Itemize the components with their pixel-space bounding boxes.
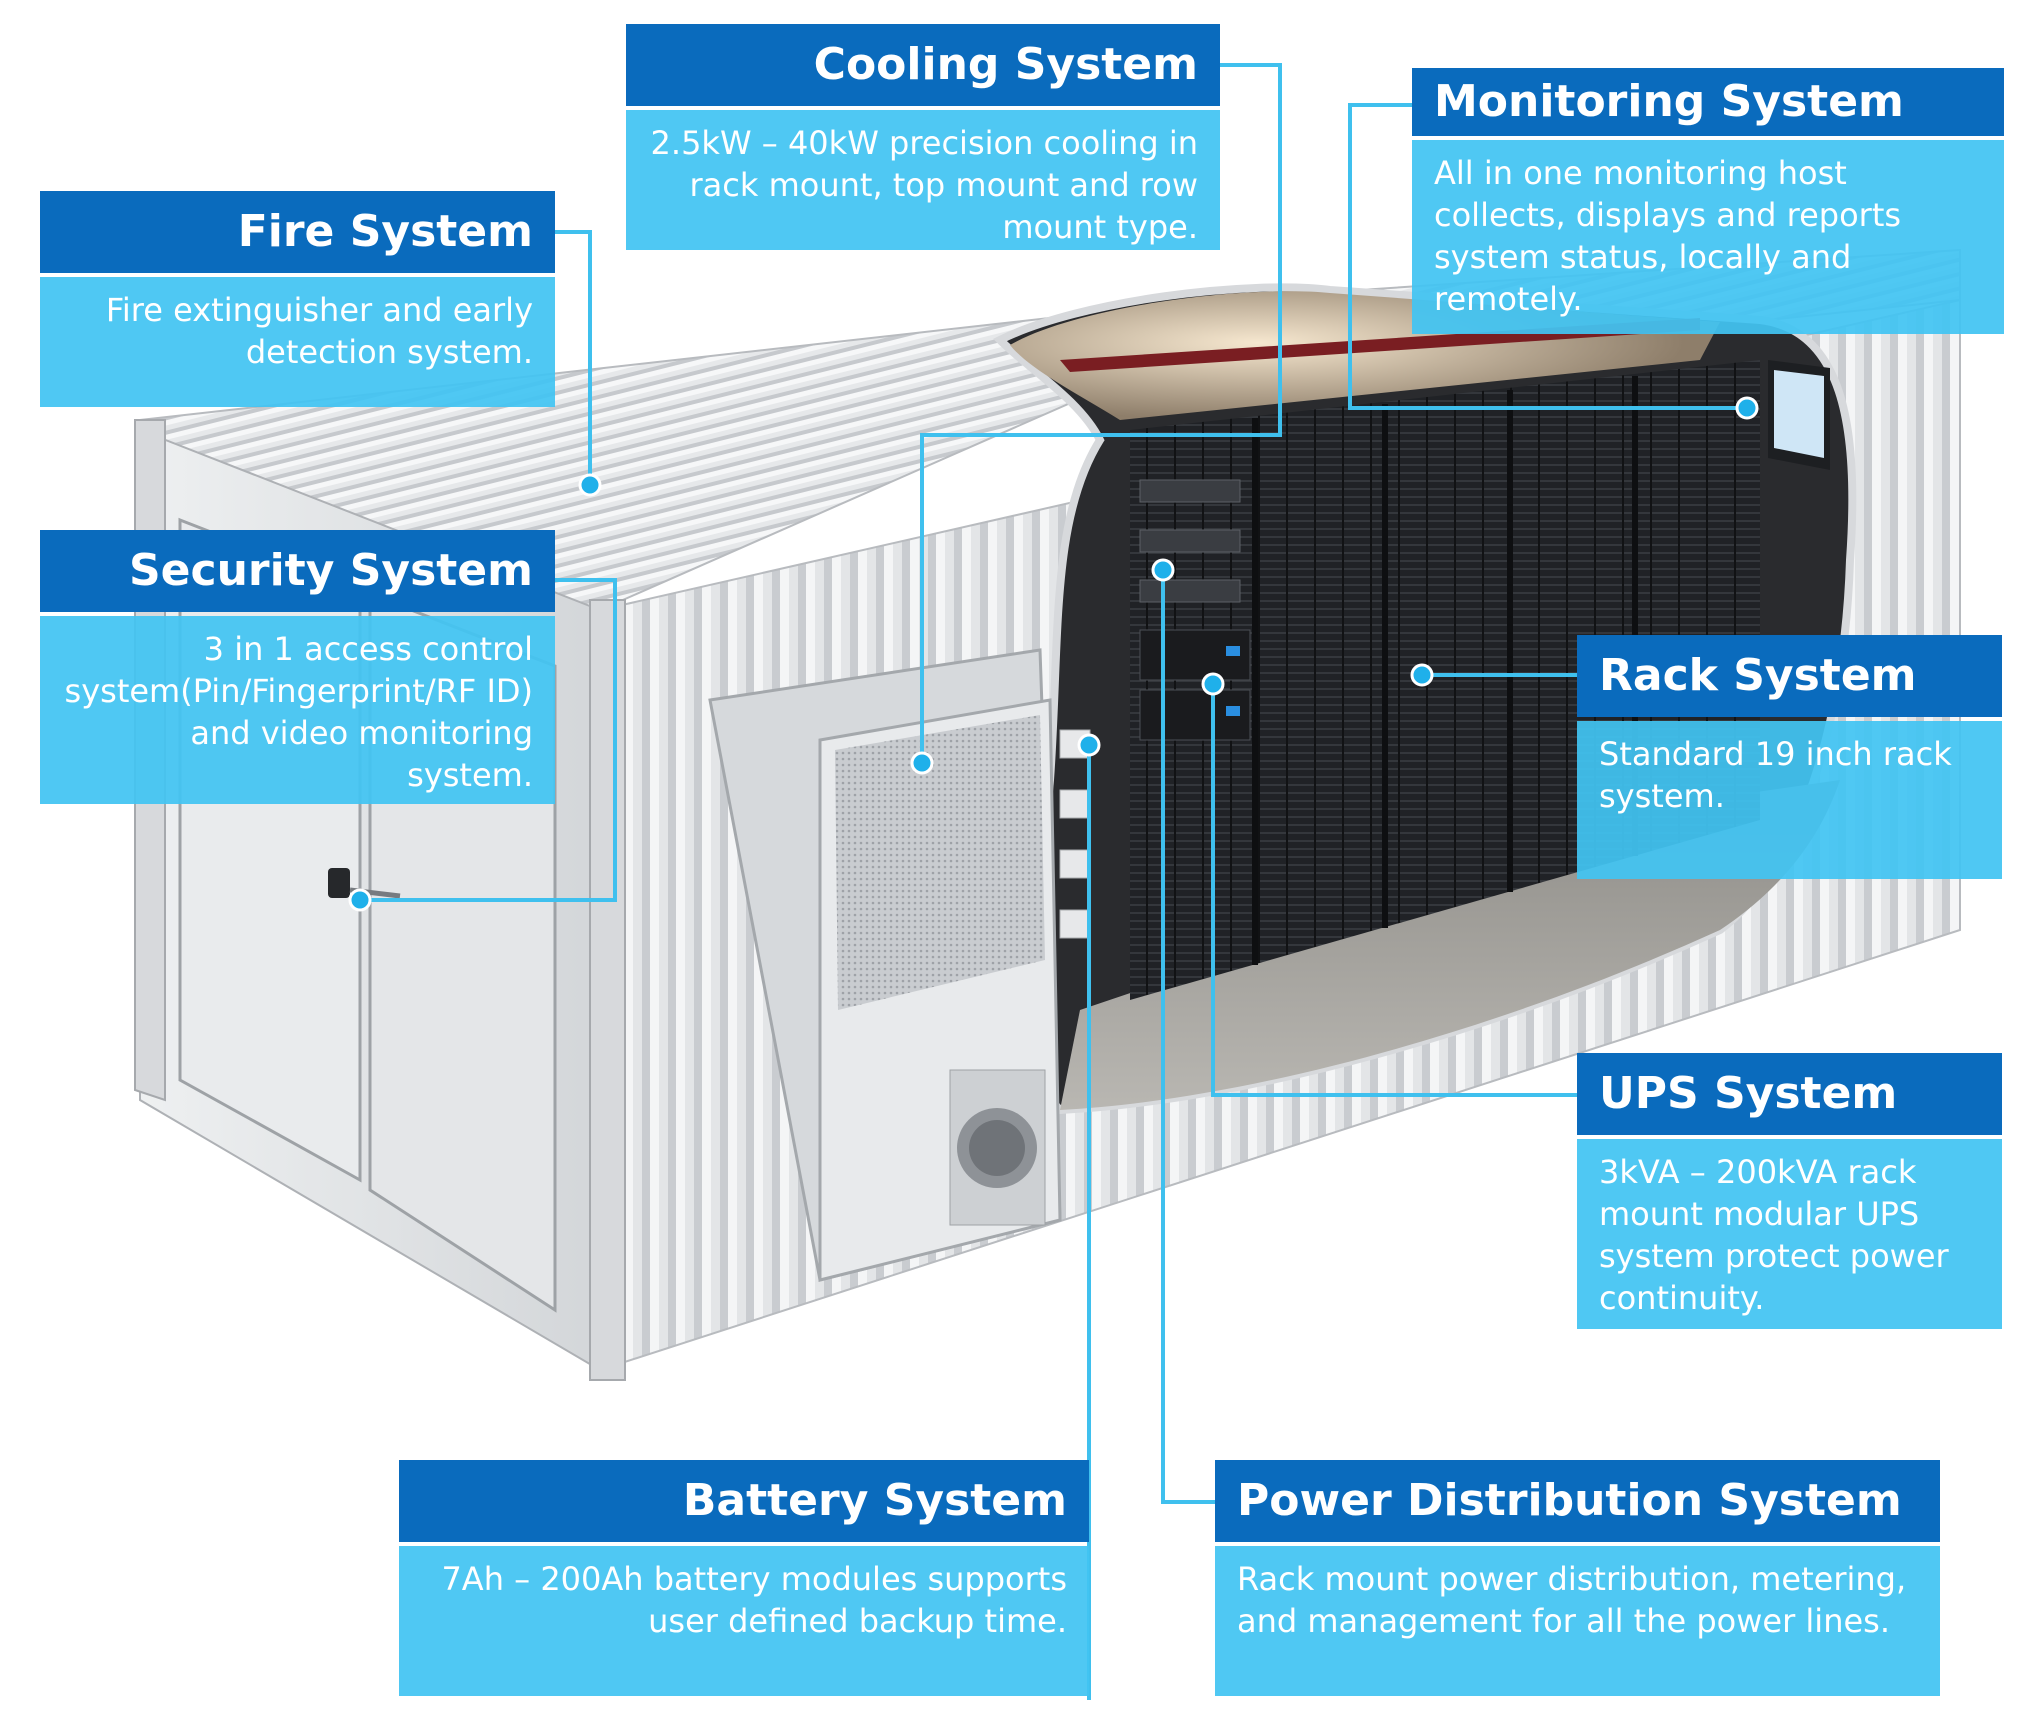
battery-anchor-dot	[1077, 733, 1101, 757]
battery-title: Battery System	[399, 1460, 1089, 1542]
rack-anchor-dot	[1410, 663, 1434, 687]
fire-anchor-dot	[578, 473, 602, 497]
power-distribution-description: Rack mount power distribution, metering,…	[1215, 1546, 1940, 1696]
fire-leader-line	[555, 230, 592, 485]
fire-title: Fire System	[40, 191, 555, 273]
fire-description: Fire extinguisher and early detection sy…	[40, 277, 555, 407]
cooling-leader-line	[920, 63, 1282, 763]
ups-anchor-dot	[1201, 672, 1225, 696]
power-anchor-dot	[1151, 558, 1175, 582]
cooling-callout: Cooling System 2.5kW – 40kW precision co…	[626, 24, 1220, 250]
cooling-anchor-dot	[910, 751, 934, 775]
ups-title: UPS System	[1577, 1053, 2002, 1135]
rack-title: Rack System	[1577, 635, 2002, 717]
ups-callout: UPS System 3kVA – 200kVA rack mount modu…	[1577, 1053, 2002, 1329]
cooling-description: 2.5kW – 40kW precision cooling in rack m…	[626, 110, 1220, 250]
fire-callout: Fire System Fire extinguisher and early …	[40, 191, 555, 407]
monitoring-anchor-dot	[1735, 396, 1759, 420]
cooling-title: Cooling System	[626, 24, 1220, 106]
monitoring-description: All in one monitoring host collects, dis…	[1412, 140, 2004, 334]
ups-leader-line	[1211, 684, 1577, 1097]
power-distribution-title: Power Distribution System	[1215, 1460, 1940, 1542]
rack-callout: Rack System Standard 19 inch rack system…	[1577, 635, 2002, 879]
monitoring-callout: Monitoring System All in one monitoring …	[1412, 68, 2004, 334]
battery-description: 7Ah – 200Ah battery modules supports use…	[399, 1546, 1089, 1696]
battery-callout: Battery System 7Ah – 200Ah battery modul…	[399, 1460, 1089, 1696]
security-leader-line	[360, 578, 617, 902]
security-description: 3 in 1 access control system(Pin/Fingerp…	[40, 616, 555, 804]
security-callout: Security System 3 in 1 access control sy…	[40, 530, 555, 804]
security-anchor-dot	[348, 888, 372, 912]
monitoring-leader-line	[1348, 103, 1747, 410]
monitoring-title: Monitoring System	[1412, 68, 2004, 136]
power-leader-line	[1161, 570, 1215, 1504]
power-distribution-callout: Power Distribution System Rack mount pow…	[1215, 1460, 1940, 1696]
ups-description: 3kVA – 200kVA rack mount modular UPS sys…	[1577, 1139, 2002, 1329]
rack-description: Standard 19 inch rack system.	[1577, 721, 2002, 879]
security-title: Security System	[40, 530, 555, 612]
